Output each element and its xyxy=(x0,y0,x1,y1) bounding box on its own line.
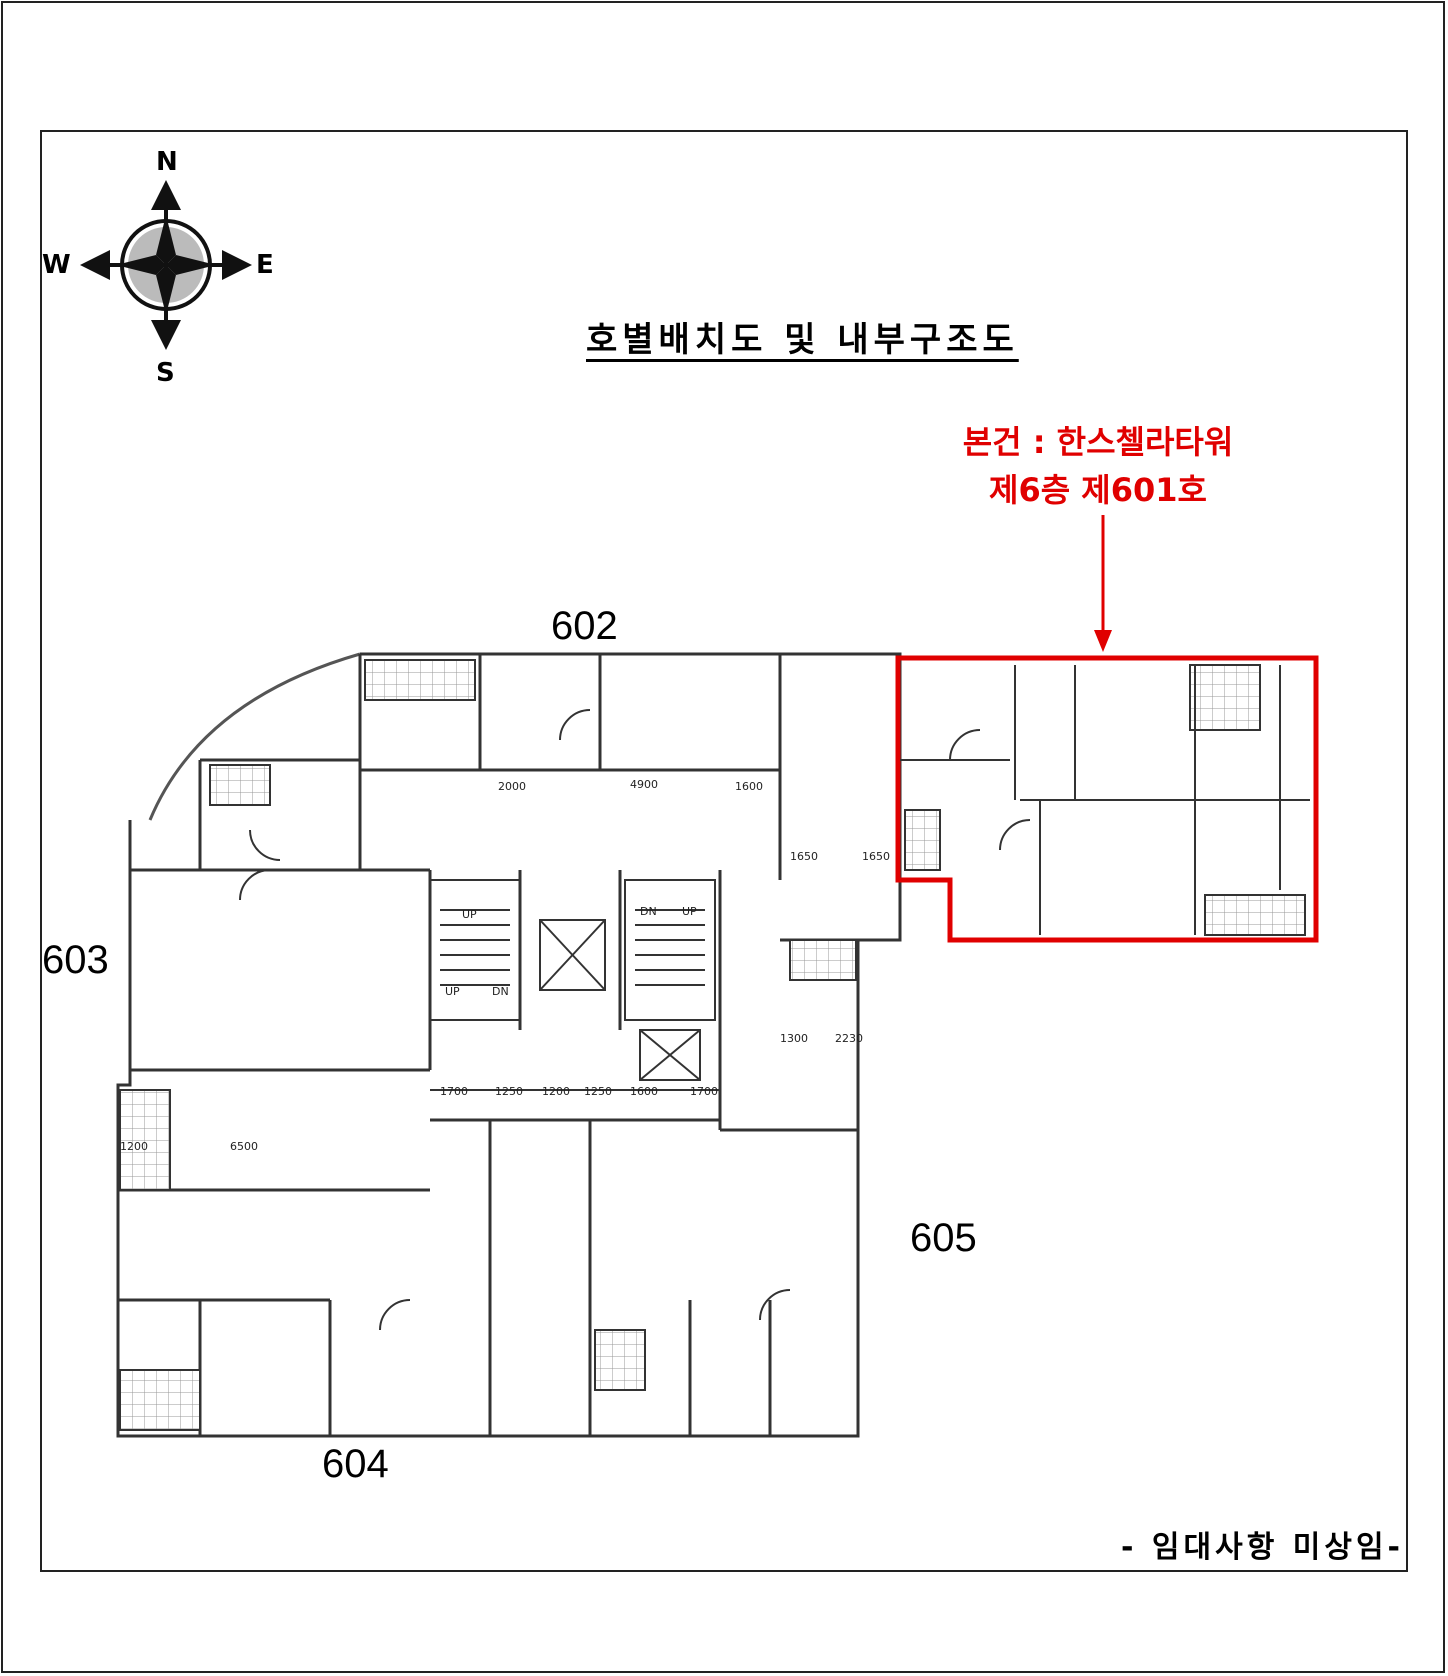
door-swings xyxy=(239,709,1031,1331)
pointer-arrow xyxy=(1094,515,1112,652)
svg-text:UP: UP xyxy=(462,908,477,921)
stair-core xyxy=(429,879,720,1091)
svg-text:1700: 1700 xyxy=(690,1085,718,1098)
svg-text:1600: 1600 xyxy=(735,780,763,793)
compass-north-label: N xyxy=(156,147,178,177)
dimension-text: 2000 4900 1600 1650 1650 1700 1250 1200 1250 1… xyxy=(120,778,890,1153)
unit-label-604: 604 xyxy=(322,1442,389,1486)
svg-text:6500: 6500 xyxy=(230,1140,258,1153)
svg-text:1600: 1600 xyxy=(630,1085,658,1098)
subject-building: 본건 : 한스첼라타워 xyxy=(962,423,1234,461)
svg-text:1250: 1250 xyxy=(495,1085,523,1098)
unit-label-602: 602 xyxy=(551,604,618,648)
unit-601-highlight xyxy=(895,655,1319,943)
svg-text:1200: 1200 xyxy=(120,1140,148,1153)
svg-text:1650: 1650 xyxy=(862,850,890,863)
svg-text:1200: 1200 xyxy=(542,1085,570,1098)
svg-text:DN: DN xyxy=(492,985,509,998)
svg-text:1650: 1650 xyxy=(790,850,818,863)
svg-text:1300: 1300 xyxy=(780,1032,808,1045)
compass-west-label: W xyxy=(42,250,71,280)
unit-601-walls xyxy=(900,665,1310,935)
compass-south-label: S xyxy=(156,358,175,388)
svg-text:1700: 1700 xyxy=(440,1085,468,1098)
svg-text:2000: 2000 xyxy=(498,780,526,793)
svg-text:UP: UP xyxy=(445,985,460,998)
compass-rose-icon xyxy=(80,180,252,350)
bathroom-tiles xyxy=(119,659,1306,1431)
svg-text:4900: 4900 xyxy=(630,778,658,791)
footer-note: - 임대사항 미상임- xyxy=(1121,1530,1404,1565)
svg-text:DN: DN xyxy=(640,905,657,918)
page-title: 호별배치도 및 내부구조도 xyxy=(586,320,1019,360)
svg-text:1250: 1250 xyxy=(584,1085,612,1098)
drawing-frame xyxy=(40,130,1408,1572)
subject-annotation: 본건 : 한스첼라타워 제6층 제601호 xyxy=(908,418,1288,514)
svg-text:UP: UP xyxy=(682,905,697,918)
subject-unit: 제6층 제601호 xyxy=(989,471,1207,509)
svg-text:2230: 2230 xyxy=(835,1032,863,1045)
compass-east-label: E xyxy=(256,250,274,280)
unit-label-605: 605 xyxy=(910,1216,977,1260)
unit-label-603: 603 xyxy=(42,938,109,982)
